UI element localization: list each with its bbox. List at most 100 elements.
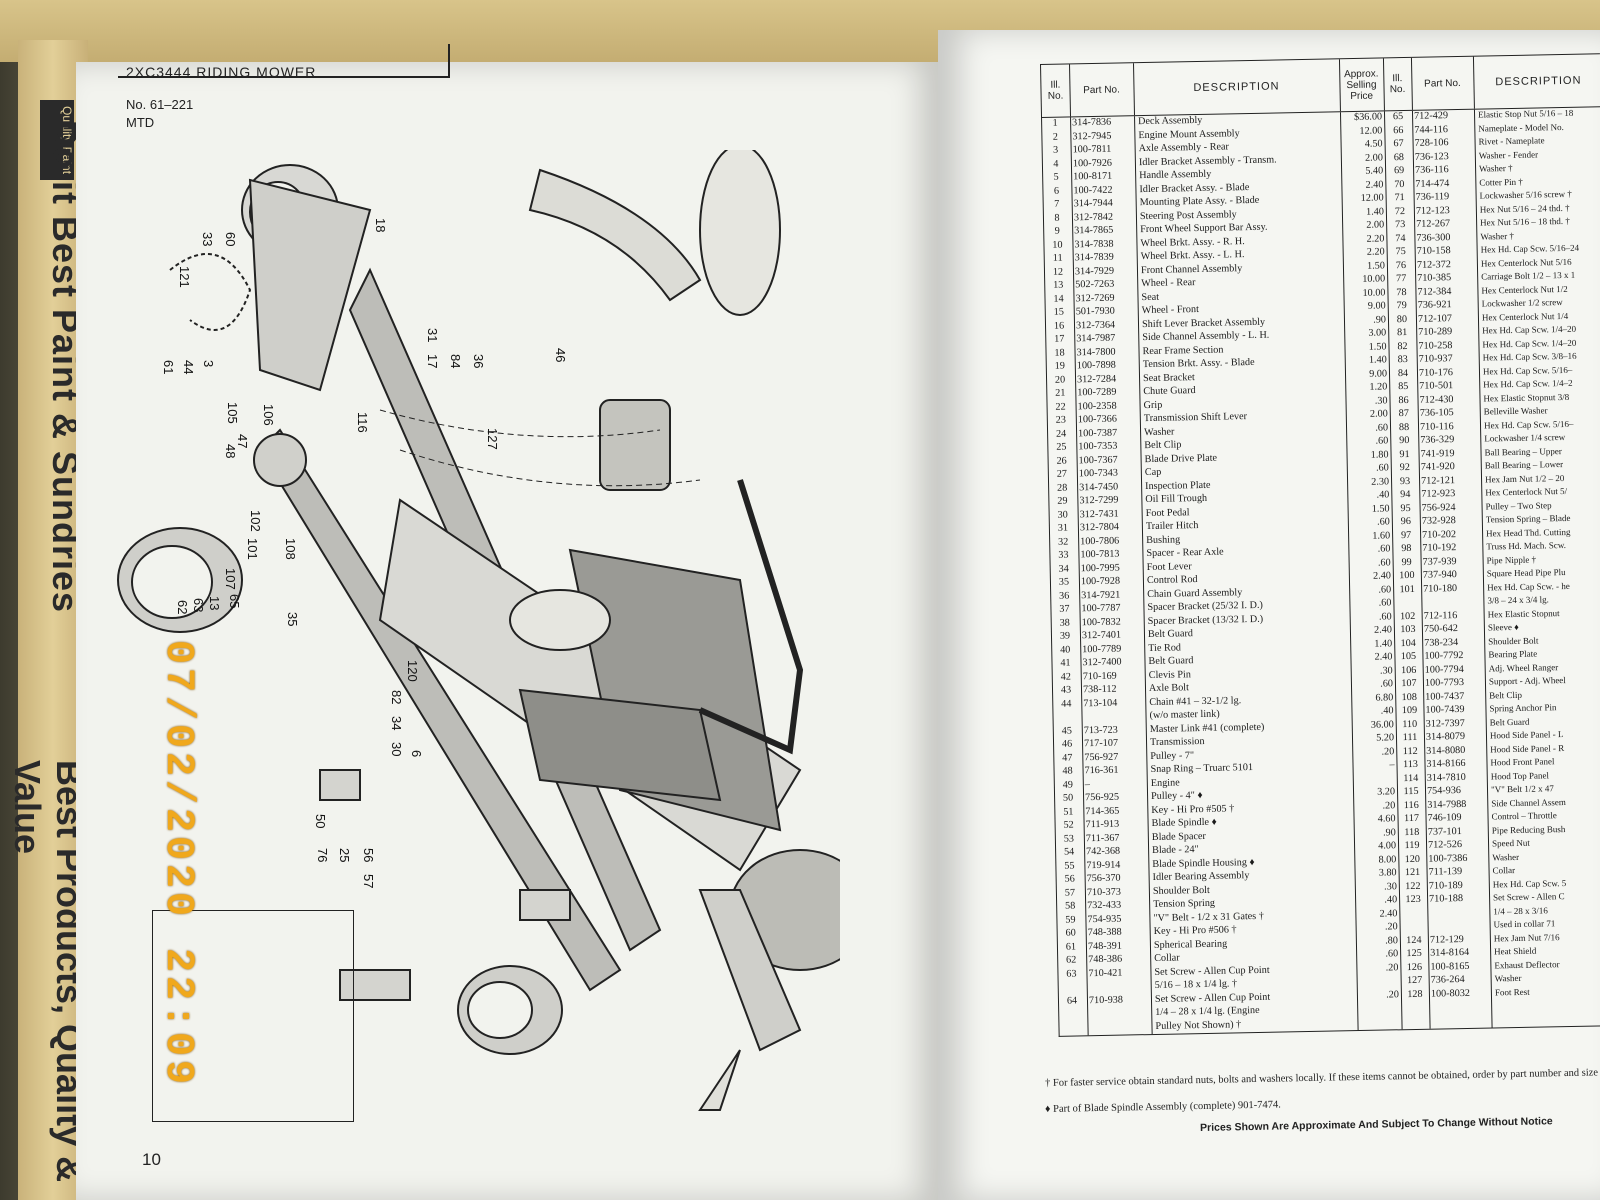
cell-ill2: 80 [1396,313,1408,325]
cell-ill: 5 [1053,171,1059,183]
cell-price: .20 [1386,988,1400,1001]
cell-part2: 746-109 [1427,812,1462,824]
cell-part: 756-370 [1086,872,1121,885]
cell-price: 12.00 [1360,192,1384,204]
cell-part: 748-388 [1087,926,1122,939]
cell-part: 314-7839 [1074,251,1114,264]
cell-ill2: 117 [1403,812,1420,825]
col-description: DESCRIPTION [1133,59,1341,116]
cell-desc2: Hood Side Panel - R [1490,742,1565,754]
cell-ill2: 118 [1404,826,1420,838]
cell-ill2: 74 [1395,232,1406,244]
cell-ill2: 105 [1400,650,1417,663]
cell-ill2: 66 [1393,124,1404,136]
cell-desc2: Hex Jam Nut 7/16 [1493,931,1560,943]
cell-desc2: Elastic Stop Nut 5/16 – 18 [1477,107,1574,120]
cell-price: 2.20 [1366,246,1385,258]
cell-part2: 728-106 [1414,137,1449,149]
cell-part2: 737-940 [1422,569,1457,581]
cell-part: 719-914 [1086,859,1121,871]
cell-price: .20 [1382,799,1396,812]
callout-label: 120 [405,660,420,682]
cell-price: 8.00 [1378,853,1397,866]
cell-ill2: 125 [1406,947,1422,960]
cell-price [1359,1016,1399,1017]
cell-desc2: Hex Hd. Cap Scw. 1/4–20 [1482,337,1577,350]
cell-part2: 712-107 [1417,312,1453,325]
cell-ill2: 88 [1398,421,1410,433]
right-page [938,30,1600,1200]
cell-price: 1.50 [1368,340,1387,353]
cell-price: 4.00 [1378,840,1397,852]
callout-label: 34 [389,716,404,731]
cell-part: 100-7422 [1073,184,1113,196]
cell-ill: 53 [1063,832,1075,845]
front-wheel-icon [457,965,563,1055]
cell-ill: 26 [1056,455,1067,467]
col-price: Approx. Selling Price [1338,58,1385,112]
callout-label: 127 [485,428,500,450]
cell-part2: 100-8165 [1430,960,1470,973]
cell-desc2: Ball Bearing – Upper [1484,445,1562,458]
callout-label: 116 [355,412,370,433]
cell-part: 501-7930 [1075,305,1115,318]
cell-part2: 732-928 [1421,515,1456,527]
cell-desc2: Hex Hd. Cap Scw. 5 [1492,877,1567,889]
cell-price: .60 [1375,435,1389,447]
cell-part2: 738-234 [1424,636,1459,649]
cell-price: 36.00 [1370,718,1394,731]
cell-part: 732-433 [1087,899,1122,912]
col-ill-no: Ill. No. [1041,64,1072,117]
cell-ill: 31 [1057,522,1069,534]
cell-ill2: 87 [1398,407,1409,420]
callout-label: 30 [389,742,404,757]
cell-price: 1.40 [1368,354,1387,366]
cell-ill: 37 [1059,603,1070,615]
cell-ill: 32 [1057,536,1069,548]
cell-ill2: 119 [1404,839,1420,852]
cell-desc2: Hex Nut 5/16 – 24 thd. † [1479,202,1570,215]
cell-part: 312-7299 [1079,494,1119,507]
cell-ill: 12 [1052,266,1064,278]
cell-part: 713-104 [1083,697,1118,709]
cell-ill: 33 [1058,549,1069,561]
cell-desc2: Cotter Pin † [1479,176,1523,188]
cell-part2: 712-372 [1416,258,1451,271]
cell-price: .40 [1384,894,1398,906]
callout-label: 108 [283,538,298,560]
cell-ill: 47 [1062,752,1073,764]
cell-desc2: Truss Hd. Mach. Scw. [1486,539,1567,552]
cell-ill2: 111 [1402,731,1418,744]
cell-price: .60 [1377,516,1390,528]
cell-part: 100-7367 [1078,454,1118,466]
cell-ill2: 110 [1402,718,1418,730]
cell-part2: 312-7397 [1425,717,1465,730]
cell-ill: 61 [1065,940,1077,953]
cell-part2: 710-202 [1422,528,1457,541]
cell-part: 312-7284 [1076,373,1117,385]
cell-ill: 56 [1064,873,1075,885]
cell-ill: 27 [1056,468,1068,480]
cell-part2: 710-937 [1418,353,1453,365]
cell-ill2: 114 [1403,772,1419,784]
cell-price: $36.00 [1353,111,1383,123]
cell-part2: 736-123 [1414,150,1449,163]
cell-desc2: Washer - Fender [1478,148,1539,161]
callout-label: 65 [227,594,242,609]
cell-ill2: 97 [1400,529,1412,541]
cell-ill: 50 [1062,792,1074,804]
callout-label: 6 [409,750,424,758]
cell-ill: 38 [1059,617,1070,629]
cell-desc2: Hex Elastic Stopnut [1487,607,1560,620]
col-description-2: DESCRIPTION [1495,74,1582,88]
callout-label: 62 [175,600,190,615]
cell-desc2: Belt Clip [1489,689,1523,700]
cell-part: 100-7811 [1072,143,1112,156]
cell-part2: 710-258 [1418,339,1453,352]
cell-ill: 46 [1061,738,1073,750]
col-part-no: Part No. [1069,63,1136,117]
cell-desc2: Sleeve ♦ [1487,621,1519,633]
cell-price: .20 [1384,921,1398,933]
cell-price: 5.40 [1365,165,1384,177]
cell-part2: 736-329 [1420,434,1455,446]
